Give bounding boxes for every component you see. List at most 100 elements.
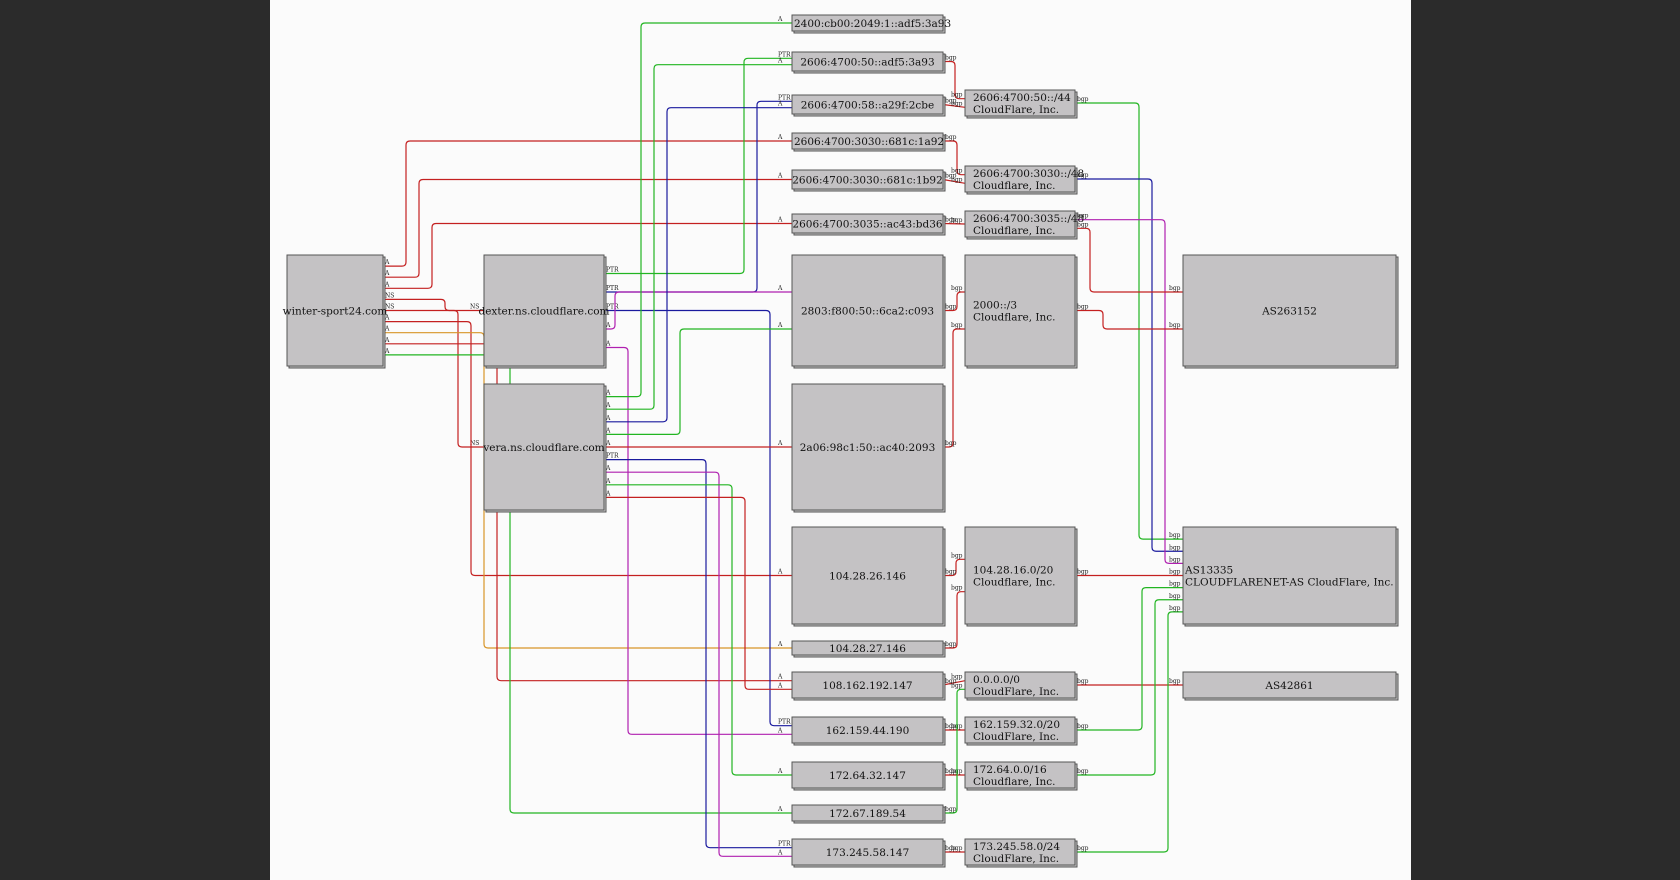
node-label: Cloudflare, Inc. bbox=[973, 180, 1056, 192]
node-label: 104.28.16.0/20 bbox=[973, 565, 1053, 577]
node-box bbox=[791, 213, 944, 234]
node-ip6-6: 2606:4700:3035::ac43:bd36 bbox=[791, 213, 946, 236]
node-label: 2606:4700:3030::681c:1b92 bbox=[792, 175, 943, 187]
node-box bbox=[791, 716, 944, 744]
edge-label-target: A bbox=[777, 134, 783, 141]
edge-ns-dexter-ip4-4: AA bbox=[604, 341, 792, 735]
node-label: 2000::/3 bbox=[973, 300, 1017, 312]
edge-line bbox=[943, 328, 965, 448]
edge-label-source: A bbox=[605, 427, 611, 434]
edge-label-target: PTR bbox=[778, 841, 791, 848]
node-box bbox=[964, 716, 1076, 744]
edge-label-source: A bbox=[605, 415, 611, 422]
edge-label-target: bgp bbox=[951, 168, 963, 175]
node-label: Cloudflare, Inc. bbox=[973, 776, 1056, 788]
edge-line bbox=[942, 222, 966, 225]
edge-label-source: A bbox=[605, 322, 611, 329]
node-domain: winter-sport24.com bbox=[283, 254, 387, 369]
node-box bbox=[791, 383, 944, 511]
edge-label-target: bgp bbox=[1169, 605, 1181, 612]
edge-label-source: bgp bbox=[945, 723, 957, 730]
edge-line bbox=[1075, 227, 1183, 293]
node-label: 2606:4700:3035::ac43:bd36 bbox=[792, 219, 942, 231]
edge-line bbox=[604, 64, 792, 410]
edge-label-target: bgp bbox=[1169, 532, 1181, 539]
edge-label-target: bgp bbox=[1169, 556, 1181, 563]
edge-line bbox=[942, 178, 966, 184]
edge-label-source: A bbox=[605, 478, 611, 485]
node-label: 2606:4700:50::adf5:3a93 bbox=[800, 57, 934, 69]
node-box bbox=[791, 640, 944, 656]
edge-line bbox=[943, 291, 965, 312]
edge-line bbox=[604, 107, 792, 423]
node-box bbox=[964, 89, 1076, 117]
edge-line bbox=[383, 140, 792, 267]
node-box bbox=[964, 671, 1076, 699]
node-box bbox=[791, 94, 944, 115]
edge-label-source: bgp bbox=[945, 173, 957, 180]
edge-label-source: bgp bbox=[945, 768, 957, 775]
edge-label-source: bgp bbox=[1077, 768, 1089, 775]
edge-line bbox=[604, 496, 792, 690]
edge-label-target: bgp bbox=[1169, 593, 1181, 600]
node-as-42861: AS42861 bbox=[1182, 671, 1399, 701]
edge-line bbox=[943, 591, 965, 649]
edge-label-target: NS bbox=[470, 440, 479, 447]
edge-label-source: A bbox=[384, 337, 390, 344]
edge-pfx-9-as-13335: bgp bgp bbox=[1075, 605, 1183, 853]
edge-ns-vera-ip6-7: AA bbox=[604, 322, 792, 435]
edge-label-target: A bbox=[777, 674, 783, 681]
edge-line bbox=[383, 321, 792, 577]
edge-line bbox=[943, 60, 965, 100]
node-label: 2606:4700:3030::/48 bbox=[973, 168, 1084, 180]
node-label: AS13335 bbox=[1184, 565, 1233, 577]
edge-ip4-6-pfx-6: bgp bgp bbox=[943, 682, 965, 814]
edge-label-target: A bbox=[777, 641, 783, 648]
edge-label-source: A bbox=[384, 270, 390, 277]
edge-label-source: bgp bbox=[945, 641, 957, 648]
edge-label-source: bgp bbox=[945, 134, 957, 141]
edge-line bbox=[604, 328, 792, 435]
node-label: 2400:cb00:2049:1::adf5:3a93 bbox=[794, 18, 951, 30]
edge-label-target: bgp bbox=[1169, 678, 1181, 685]
edge-label-target: NS bbox=[470, 304, 479, 311]
edge-line bbox=[604, 346, 792, 735]
node-box bbox=[964, 838, 1076, 866]
edge-line bbox=[1075, 599, 1183, 776]
node-ip4-3: 108.162.192.147 bbox=[791, 671, 946, 701]
edge-label-source: A bbox=[384, 259, 390, 266]
edge-ns-vera-ip6-3: AA bbox=[604, 101, 792, 423]
node-ip4-4: 162.159.44.190 bbox=[791, 716, 946, 746]
node-ip4-5: 172.64.32.147 bbox=[791, 761, 946, 791]
edge-label-target: bgp bbox=[951, 176, 963, 183]
edge-label-target: bgp bbox=[951, 285, 963, 292]
edge-line bbox=[943, 688, 965, 814]
edge-label-target: A bbox=[777, 727, 783, 734]
edge-line bbox=[604, 484, 792, 776]
node-box bbox=[1182, 671, 1397, 699]
edge-line bbox=[943, 558, 965, 577]
edge-line bbox=[383, 178, 792, 278]
node-box bbox=[791, 132, 944, 150]
edge-label-source: A bbox=[605, 390, 611, 397]
edge-label-target: bgp bbox=[951, 100, 963, 107]
node-label: Cloudflare, Inc. bbox=[973, 312, 1056, 324]
node-box bbox=[1182, 526, 1397, 625]
node-label: 104.28.26.146 bbox=[829, 571, 906, 583]
